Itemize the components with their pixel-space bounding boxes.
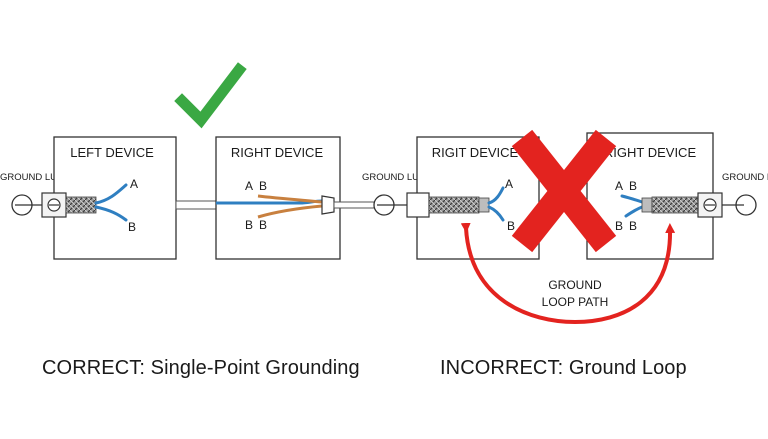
connector-screw-icon bbox=[697, 192, 723, 218]
connector-screw-icon bbox=[41, 192, 67, 218]
ground-lug-label: GROUND LUG bbox=[722, 172, 768, 183]
left-device-title: RIGIT DEVICE bbox=[432, 145, 519, 160]
wire-b bbox=[94, 205, 128, 222]
ground-lug-label: GROUND LUG bbox=[362, 172, 426, 183]
wire-b bbox=[257, 194, 323, 204]
wire-b-label: B bbox=[615, 219, 623, 233]
wire-b-label: B bbox=[629, 219, 637, 233]
wire-b bbox=[487, 205, 505, 222]
incorrect-caption: INCORRECT: Ground Loop bbox=[440, 357, 687, 379]
wire-b-label: B bbox=[128, 220, 136, 234]
check-mark-icon bbox=[174, 62, 247, 129]
wire-b-label: B bbox=[245, 218, 253, 232]
wire-a-label: A bbox=[505, 177, 513, 191]
cable-run bbox=[175, 200, 219, 210]
wire-b-label: B bbox=[507, 219, 515, 233]
plug-connector bbox=[321, 195, 335, 215]
correct-caption: CORRECT: Single-Point Grounding bbox=[42, 357, 360, 379]
wire-b bbox=[257, 204, 323, 219]
wire-b bbox=[624, 205, 644, 218]
ground-loop-label-line1: GROUND bbox=[548, 278, 602, 292]
right-device-title: RIGHT DEVICE bbox=[604, 145, 697, 160]
ground-loop-arrow bbox=[460, 222, 676, 325]
wire-a bbox=[487, 186, 505, 205]
wire-a bbox=[620, 194, 644, 204]
wire-a bbox=[94, 183, 128, 205]
cable-shield bbox=[65, 196, 97, 214]
wire-a-label: A bbox=[615, 179, 623, 193]
shield-ferrule bbox=[478, 197, 490, 213]
cable-shield bbox=[651, 196, 699, 214]
ground-lug-left: GROUND LUG bbox=[0, 172, 64, 216]
ground-lug-right: GROUND LUG bbox=[722, 172, 768, 216]
ground-lug-middle: GROUND LUG bbox=[362, 172, 426, 216]
wire-b-label: B bbox=[259, 179, 267, 193]
cable-shield bbox=[428, 196, 480, 214]
cable-run bbox=[333, 201, 375, 209]
connector-block bbox=[406, 192, 430, 218]
wire-a-label: A bbox=[130, 177, 138, 191]
wire-b-label: B bbox=[629, 179, 637, 193]
shield-ferrule bbox=[641, 197, 653, 213]
wire-b-label: B bbox=[259, 218, 267, 232]
wire-a-label: A bbox=[245, 179, 253, 193]
right-device-title: RIGHT DEVICE bbox=[231, 145, 324, 160]
ground-lug-label: GROUND LUG bbox=[0, 172, 64, 183]
ground-loop-label-line2: LOOP PATH bbox=[542, 295, 609, 309]
left-device-title: LEFT DEVICE bbox=[70, 145, 154, 160]
